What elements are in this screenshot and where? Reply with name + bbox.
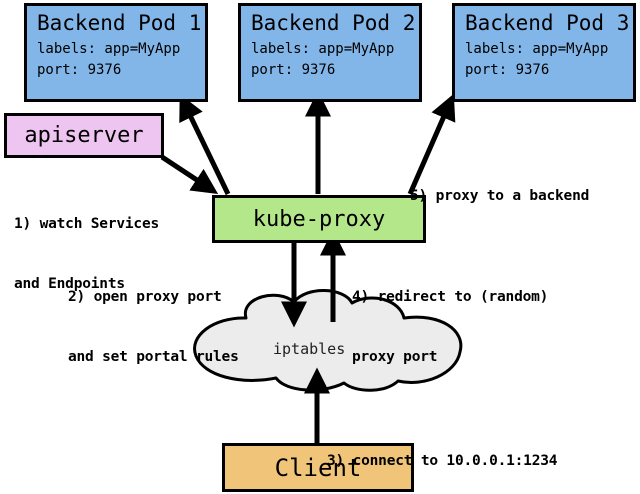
pod-port: port: 9376 (37, 62, 122, 78)
pod-labels: labels: app=MyApp (37, 41, 181, 57)
apiserver-box[interactable]: apiserver (4, 113, 164, 158)
step-5-annotation: 5) proxy to a backend (410, 146, 589, 246)
step-2-annotation: 2) open proxy port and set portal rules (68, 247, 239, 407)
pod-labels: labels: app=MyApp (465, 41, 609, 57)
iptables-label: iptables (273, 340, 346, 358)
step-3-line-1: 3) connect to 10.0.0.1:1234 (327, 453, 558, 469)
arrow-apiserver-to-kubeproxy (160, 154, 219, 194)
step-2-line-2: and set portal rules (68, 349, 239, 365)
step-1-annotation: 1) watch Services and Endpoints (14, 174, 159, 334)
arrow-kubeproxy-to-pod1 (179, 93, 231, 196)
pod-title: Backend Pod 2 (251, 11, 416, 35)
kube-proxy-label: kube-proxy (252, 206, 386, 232)
backend-pod-3-box[interactable]: Backend Pod 3 labels: app=MyApp port: 93… (452, 3, 636, 102)
arrow-kubeproxy-to-pod3 (407, 93, 456, 196)
kube-proxy-box[interactable]: kube-proxy (212, 195, 426, 243)
apiserver-label: apiserver (24, 123, 144, 148)
pod-labels: labels: app=MyApp (251, 41, 395, 57)
pod-title: Backend Pod 3 (465, 11, 630, 35)
step-2-line-1: 2) open proxy port (68, 289, 222, 305)
pod-port: port: 9376 (251, 62, 336, 78)
step-4-line-1: 4) redirect to (random) (352, 289, 549, 305)
client-box[interactable]: Client (222, 443, 414, 492)
step-5-line-1: 5) proxy to a backend (410, 188, 590, 204)
iptables-cloud (193, 289, 463, 392)
client-label: Client (274, 453, 362, 482)
step-4-annotation: 4) redirect to (random) proxy port (352, 247, 548, 407)
backend-pod-1-box[interactable]: Backend Pod 1 labels: app=MyApp port: 93… (24, 3, 208, 102)
pod-title: Backend Pod 1 (37, 11, 202, 35)
step-3-annotation: 3) connect to 10.0.0.1:1234 (327, 411, 558, 494)
backend-pod-2-box[interactable]: Backend Pod 2 labels: app=MyApp port: 93… (238, 3, 422, 102)
pod-port: port: 9376 (465, 62, 550, 78)
step-1-line-1: 1) watch Services (14, 216, 160, 232)
step-4-line-2: proxy port (352, 349, 438, 365)
step-1-line-2: and Endpoints (14, 276, 125, 292)
